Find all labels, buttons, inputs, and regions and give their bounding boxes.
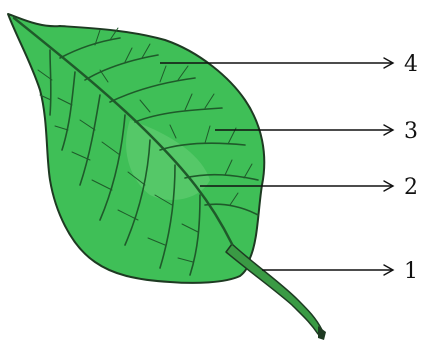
label-4: 4 — [404, 52, 418, 77]
label-1: 1 — [404, 259, 418, 284]
label-2: 2 — [404, 175, 418, 200]
label-arrowheads — [384, 58, 393, 275]
label-3: 3 — [404, 119, 418, 144]
stalk-tip — [318, 326, 326, 340]
leaf-stalk — [226, 244, 322, 334]
